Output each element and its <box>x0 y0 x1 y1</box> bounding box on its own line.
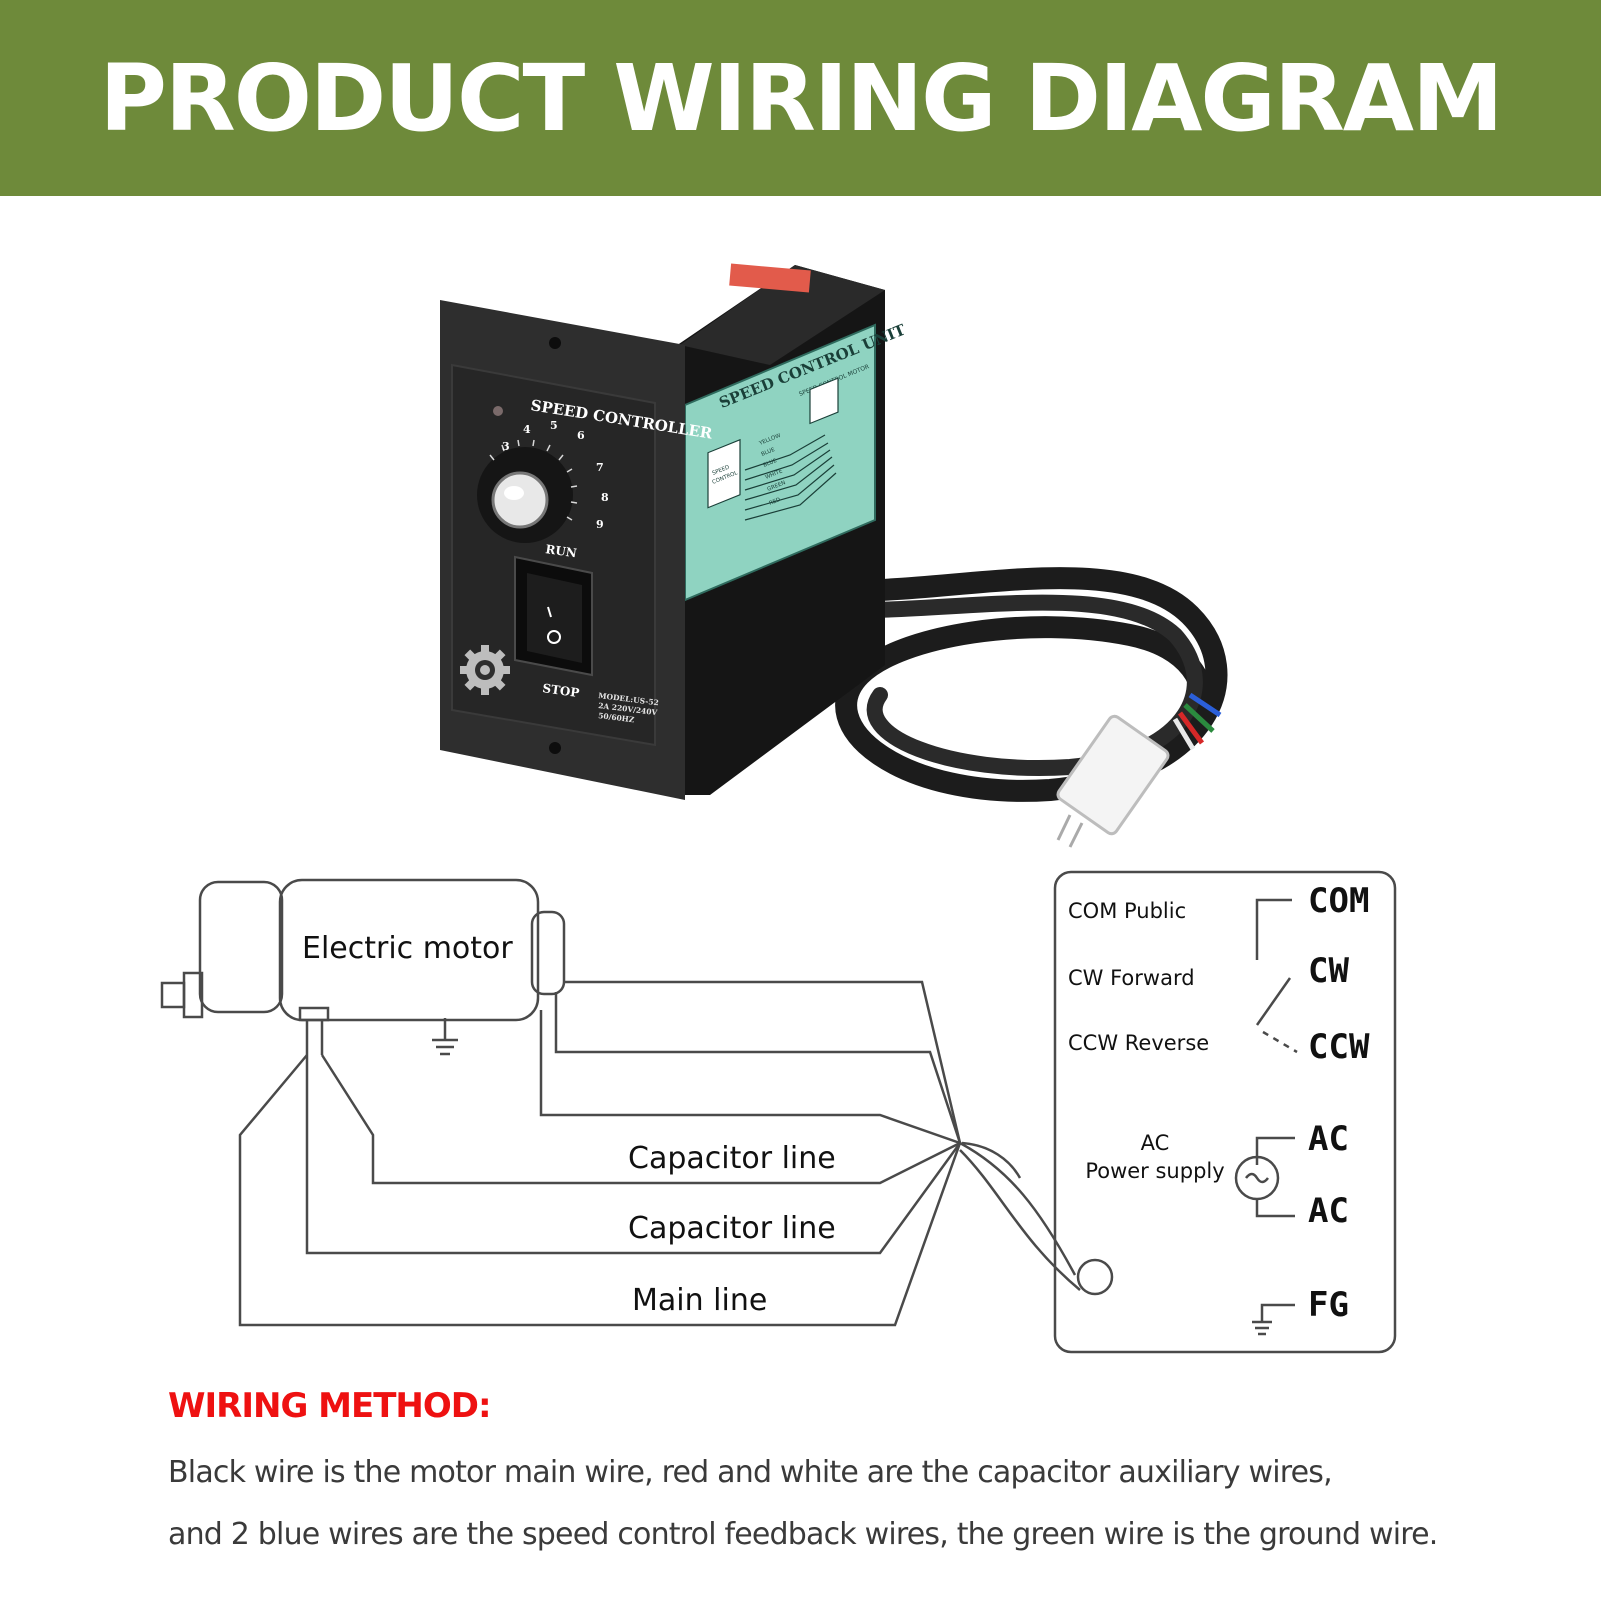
wire-ends <box>1172 692 1222 751</box>
capacitor-line-label-1: Capacitor line <box>628 1141 836 1176</box>
terminal-ccw: CCW <box>1308 1027 1370 1067</box>
motor-rear-cap <box>530 910 566 996</box>
dial-knob[interactable] <box>491 471 549 529</box>
motor-label: Electric motor <box>302 931 513 966</box>
dial-number-5: 5 <box>550 419 558 432</box>
model-line-3: 50/60HZ <box>598 711 636 724</box>
side-wire-label-6: RED <box>769 497 782 507</box>
dial-number-6: 6 <box>577 429 585 442</box>
ac-description-line2: Power supply <box>1085 1159 1224 1183</box>
terminal-ac-2: AC <box>1308 1191 1349 1231</box>
ccw-description: CCW Reverse <box>1068 1031 1209 1055</box>
ac-source-symbol <box>1234 1136 1295 1218</box>
dial-number-3: 3 <box>502 440 510 453</box>
wire-bundle <box>238 980 1114 1327</box>
gear-icon <box>460 645 510 695</box>
wiring-schematic: Electric motor Capacitor line Capacitor … <box>160 870 1397 1354</box>
ac-description-line1: AC <box>1141 1131 1170 1155</box>
mount-hole-bottom <box>549 742 561 754</box>
wiring-method-title: WIRING METHOD: <box>168 1386 492 1426</box>
cable <box>835 567 1228 802</box>
controller-terminal-box <box>1053 870 1397 1354</box>
capacitor-line-label-2: Capacitor line <box>628 1211 836 1246</box>
motor-ground-symbol <box>432 1018 458 1056</box>
side-wire-label-2: BLUE <box>761 447 777 458</box>
motor-end-cap <box>198 880 284 1014</box>
dial-number-9: 9 <box>596 518 604 531</box>
terminal-com: COM <box>1308 881 1369 921</box>
side-wire-label-3: BLUE <box>763 458 779 469</box>
main-line-label: Main line <box>632 1283 767 1318</box>
direction-switch-symbol <box>1255 898 1298 1054</box>
motor-shaft <box>160 981 186 1009</box>
dial-number-4: 4 <box>523 423 531 436</box>
terminal-ac-1: AC <box>1308 1119 1349 1159</box>
mount-hole-top <box>549 337 561 349</box>
speed-dial[interactable] <box>477 439 578 543</box>
cw-description: CW Forward <box>1068 966 1195 990</box>
terminal-fg: FG <box>1308 1285 1349 1325</box>
warning-sticker <box>729 263 811 293</box>
dial-number-7: 7 <box>596 461 604 474</box>
side-label-schematic <box>707 377 839 521</box>
power-switch[interactable] <box>514 555 593 677</box>
fg-ground-symbol <box>1252 1303 1295 1336</box>
page-title: PRODUCT WIRING DIAGRAM <box>99 44 1503 152</box>
dial-number-8: 8 <box>601 491 609 504</box>
com-description: COM Public <box>1068 899 1186 923</box>
terminal-cw: CW <box>1308 951 1349 991</box>
power-led <box>493 406 503 416</box>
motor-body <box>278 878 540 1022</box>
speed-controller-illustration: SPEED CONTROL UNIT SPEED CONTROL MOTOR Y… <box>440 263 1228 848</box>
wiring-method-line-2: and 2 blue wires are the speed control f… <box>168 1517 1438 1552</box>
wire-connector <box>1056 714 1170 848</box>
title-banner: PRODUCT WIRING DIAGRAM <box>0 0 1601 196</box>
wiring-method-line-1: Black wire is the motor main wire, red a… <box>168 1455 1333 1490</box>
stop-label: STOP <box>542 681 581 700</box>
run-label: RUN <box>545 542 578 560</box>
